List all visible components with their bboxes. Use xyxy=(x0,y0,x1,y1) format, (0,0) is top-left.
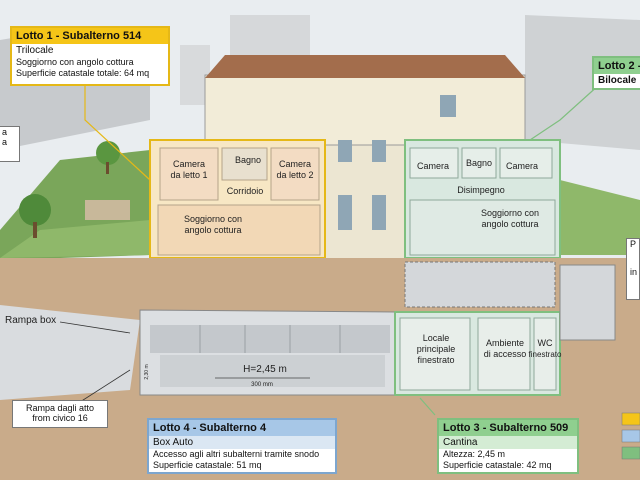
lotto3-line1: Altezza: 2,45 m xyxy=(443,449,506,459)
rampa-box-label: Rampa box xyxy=(5,315,56,326)
rampa-atto-pointer xyxy=(79,369,131,403)
garage-depth-label: 2,30 m xyxy=(144,364,150,379)
legend-swatch-green xyxy=(621,446,640,460)
lotto2-room-camera1 xyxy=(409,147,459,179)
garage-ceiling-recess xyxy=(150,325,390,353)
building-central-facade xyxy=(324,144,406,261)
lotto1-line2: Superficie catastale totale: 64 mq xyxy=(16,68,150,78)
garage-height-label: H=2,45 m xyxy=(243,364,287,375)
lotto1-bagno-label: Bagno xyxy=(235,155,261,165)
lotto3-line2: Superficie catastale: 42 mq xyxy=(443,460,552,470)
rampa-atto-line1: Rampa dagli atto xyxy=(25,403,95,413)
cantina-wc-label: WC xyxy=(538,338,553,348)
left-edge-line1: a xyxy=(2,127,8,137)
rampa-atto-callout: Rampa dagli atto from civico 16 xyxy=(12,400,108,428)
rampa-box-pointer xyxy=(59,321,131,334)
legend-swatch-blue xyxy=(621,429,640,443)
lotto1-camera1-label: Camera xyxy=(173,159,205,169)
window xyxy=(338,140,352,162)
rampa-atto-line2: from civico 16 xyxy=(32,413,88,423)
lotto2-type: Bilocale xyxy=(598,75,637,86)
tree-icon xyxy=(96,141,120,165)
stair-well xyxy=(404,261,556,308)
cantina-room-locale xyxy=(399,317,471,391)
cantina-ambiente-label-2: di accesso xyxy=(484,349,527,359)
lotto1-room-camera2 xyxy=(270,147,320,201)
lotto1-room-camera1 xyxy=(159,147,219,201)
legend-swatch-yellow xyxy=(621,412,640,426)
garage-floor xyxy=(160,355,385,387)
roof xyxy=(205,55,525,78)
lotto1-soggiorno-label: Soggiorno con xyxy=(184,214,242,224)
lotto2-title: Lotto 2 - xyxy=(594,58,640,74)
lotto4-title: Lotto 4 - Subalterno 4 xyxy=(149,420,335,436)
background-building-center xyxy=(230,15,310,55)
lotto1-info-card: Lotto 1 - Subalterno 514 Trilocale Soggi… xyxy=(10,26,170,86)
side-shaft xyxy=(559,264,616,341)
lotto1-camera1-label-2: da letto 1 xyxy=(170,170,207,180)
tree-icon xyxy=(19,194,51,226)
cantina-locale-label-3: finestrato xyxy=(417,355,454,365)
lotto2-pointer xyxy=(529,83,601,141)
garden-patio xyxy=(85,200,130,220)
cantina-locale-label: Locale xyxy=(423,333,450,343)
lotto3-pointer xyxy=(419,397,436,416)
lotto2-soggiorno-label: Soggiorno con xyxy=(481,208,539,218)
tree-trunk xyxy=(33,222,37,238)
lotto3-info-card: Lotto 3 - Subalterno 509 Cantina Altezza… xyxy=(437,418,579,474)
lotto1-soggiorno-label-2: angolo cottura xyxy=(184,225,241,235)
window xyxy=(338,195,352,230)
left-edge-callout: a a xyxy=(0,126,20,162)
lotto2-room-bagno xyxy=(461,147,497,179)
building-upper-facade xyxy=(204,74,526,146)
lotto3-title: Lotto 3 - Subalterno 509 xyxy=(439,420,577,436)
right-edge-line2: in xyxy=(630,267,638,277)
cantina-ambiente-label: Ambiente xyxy=(486,338,524,348)
lotto1-type: Trilocale xyxy=(16,45,54,56)
lotto1-line1: Soggiorno con angolo cottura xyxy=(16,57,134,67)
lotto3-type: Cantina xyxy=(439,436,577,449)
tree-trunk xyxy=(106,162,109,174)
window xyxy=(372,195,386,230)
lotto4-line1: Accesso agli altri subalterni tramite sn… xyxy=(153,449,320,459)
window xyxy=(372,140,386,162)
lotto2-room-camera2 xyxy=(499,147,553,179)
lotto2-camera2-label: Camera xyxy=(506,161,538,171)
lotto1-camera2-label: Camera xyxy=(279,159,311,169)
lotto4-line2: Superficie catastale: 51 mq xyxy=(153,460,262,470)
lotto2-soggiorno-label-2: angolo cottura xyxy=(481,219,538,229)
background-building-right xyxy=(525,15,640,150)
lotto2-disimpegno-label: Disimpegno xyxy=(457,185,505,195)
lotto1-room-soggiorno xyxy=(157,204,321,256)
lotto2-info-card: Lotto 2 - Bilocale xyxy=(592,56,640,90)
garage-width-label: 300 mm xyxy=(251,382,273,388)
cantina-room-ambiente xyxy=(477,317,531,391)
right-edge-callout: P in xyxy=(626,238,640,300)
cantina-room-wc xyxy=(533,317,557,391)
garden-lawn-front xyxy=(0,220,150,258)
lotto2-camera1-label: Camera xyxy=(417,161,449,171)
lotto2-bagno-label: Bagno xyxy=(466,158,492,168)
cantina-wc-label-2: finestrato xyxy=(529,350,562,359)
window xyxy=(440,95,456,117)
lotto1-corridoio-label: Corridoio xyxy=(227,186,264,196)
left-edge-line2: a xyxy=(2,137,8,147)
lotto1-title: Lotto 1 - Subalterno 514 xyxy=(12,28,168,44)
lotto4-info-card: Lotto 4 - Subalterno 4 Box Auto Accesso … xyxy=(147,418,337,474)
lotto4-type: Box Auto xyxy=(149,436,335,449)
cantina-locale-label-2: principale xyxy=(417,344,456,354)
lotto1-camera2-label-2: da letto 2 xyxy=(276,170,313,180)
lotto1-room-bagno xyxy=(221,147,268,181)
garden-lawn-right xyxy=(560,180,640,255)
lotto2-room-soggiorno xyxy=(409,199,556,256)
right-edge-line1: P xyxy=(630,239,637,249)
